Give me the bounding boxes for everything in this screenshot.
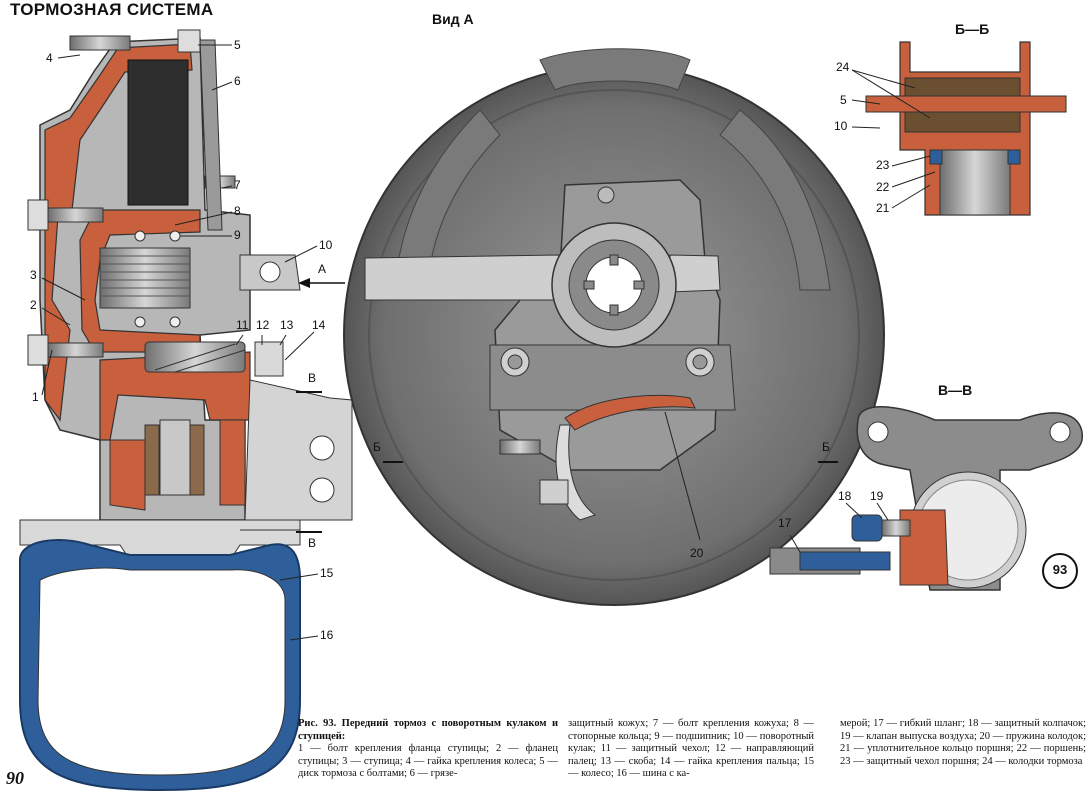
callout-14: 14 [312,318,326,332]
caption-column-2: защитный кожух; 7 — болт крепления кожух… [568,718,814,780]
figure-number-text: 93 [1052,562,1068,577]
callout-13: 13 [280,318,294,332]
view-a-label: Вид А [432,11,474,27]
section-vv-drawing [769,406,1083,591]
caption-text-1: 1 — болт крепления фланца ступицы; 2 — ф… [298,743,558,780]
callout-8: 8 [234,204,241,218]
cross-section-hub [19,29,353,561]
caption-title: Рис. 93. Передний тормоз с поворотным ку… [298,718,558,742]
callout-19: 19 [870,489,884,503]
callout-24: 24 [836,60,850,74]
section-mark-b-right: Б [822,440,830,454]
section-mark-b-left: Б [373,440,381,454]
callout-11: 11 [236,318,249,332]
callout-6: 6 [234,74,241,88]
callout-bb-10: 10 [834,119,848,133]
callout-23: 23 [876,158,890,172]
callout-20: 20 [690,546,704,560]
section-bb-drawing [865,41,1067,216]
callout-15: 15 [320,566,334,580]
callout-9: 9 [234,228,241,242]
callout-5: 5 [234,38,241,52]
section-title: ТОРМОЗНАЯ СИСТЕМА [10,0,214,19]
callout-3: 3 [30,268,37,282]
callout-2: 2 [30,298,37,312]
section-bb-label: Б—Б [955,21,990,37]
callout-22: 22 [876,180,890,194]
callout-bb-5: 5 [840,93,847,107]
callout-4: 4 [46,51,53,65]
page-number: 90 [6,768,24,788]
view-a-drawing [343,48,885,606]
callout-18: 18 [838,489,852,503]
callout-1: 1 [32,390,39,404]
callout-7: 7 [234,178,241,192]
caption-column-3: мерой; 17 — гибкий шланг; 18 — защитный … [840,718,1086,767]
vv-leaders [789,502,889,553]
view-arrow-a [298,278,345,288]
arrow-a-label: А [318,262,327,276]
section-vv-label: В—В [938,382,973,398]
caption-column-1: Рис. 93. Передний тормоз с поворотным ку… [298,718,558,781]
section-mark-v-top: В [308,371,317,385]
callout-10: 10 [319,238,333,252]
section-mark-v-bottom: В [308,536,317,550]
callout-leaders [41,44,319,641]
bb-leaders [851,69,936,209]
callout-17: 17 [778,516,792,530]
tire-section [19,539,301,792]
figure-number-badge [1042,553,1078,589]
callout-12: 12 [256,318,270,332]
callout-21: 21 [876,201,890,215]
callout-16: 16 [320,628,334,642]
